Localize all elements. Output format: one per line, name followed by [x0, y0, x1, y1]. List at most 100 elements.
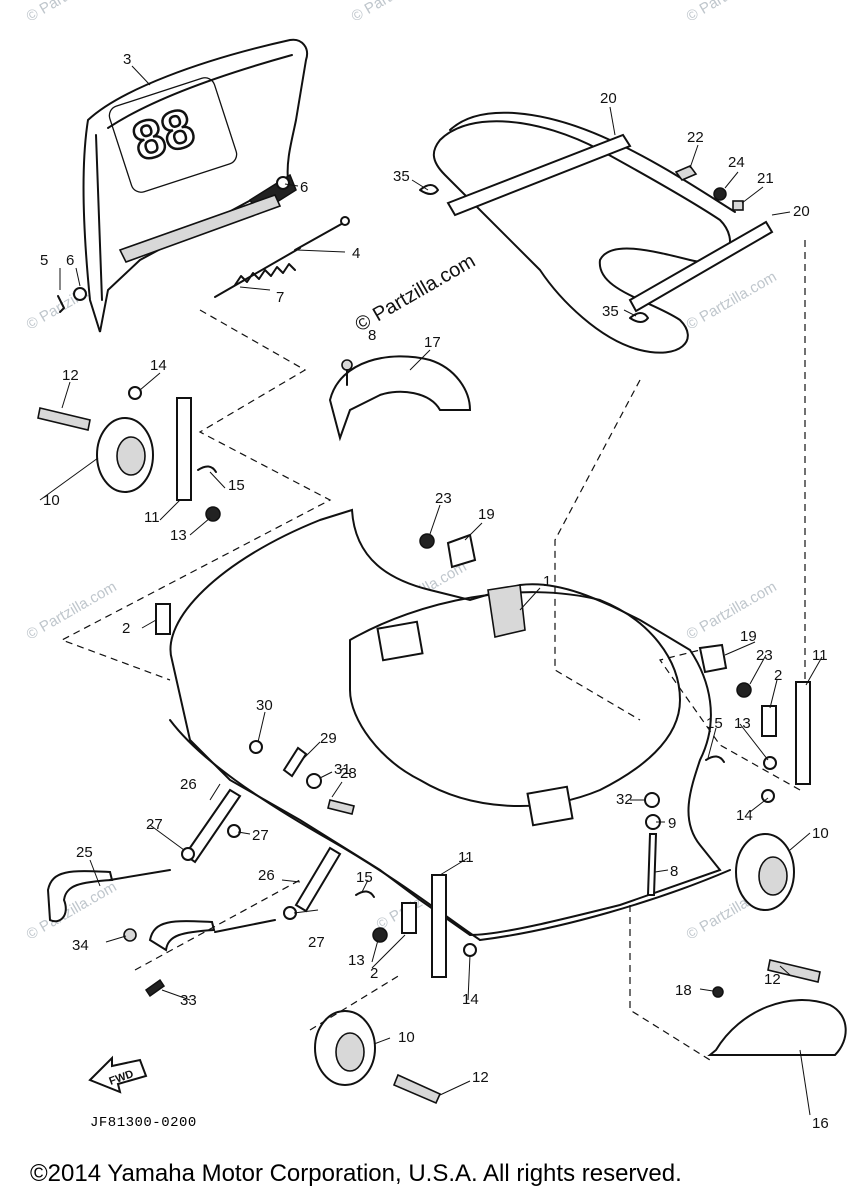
callout-15: 15: [356, 869, 373, 886]
part-17-cover: [328, 355, 472, 442]
watermark-text: © Partzilla.com: [24, 0, 120, 25]
part-8-bolt-upper: [341, 359, 353, 386]
part-13-nut: [763, 756, 777, 770]
assembly-dash-lines: [60, 240, 806, 1061]
callout-14: 14: [736, 807, 753, 824]
part-13-nut: [372, 927, 388, 943]
callout-18: 18: [675, 982, 692, 999]
callout-14: 14: [150, 357, 167, 374]
callout-19: 19: [478, 506, 495, 523]
watermark-text: © Partzilla.com: [684, 268, 780, 333]
part-35-clip: [419, 184, 649, 323]
callout-15: 15: [228, 477, 245, 494]
callout-27: 27: [252, 827, 269, 844]
part-27-washer: [181, 847, 195, 861]
callout-15: 15: [706, 715, 723, 732]
copyright-notice: ©2014 Yamaha Motor Corporation, U.S.A. A…: [30, 1160, 682, 1187]
part-34-bolt: [123, 928, 137, 942]
part-10-wheel-right: [735, 833, 795, 911]
part-15-clip: [197, 465, 217, 473]
part-23-nut: [419, 533, 752, 698]
callout-labels: 3 6 4 7 5 6 20 22 24 21 20 35 35 8 17 12…: [40, 51, 829, 1132]
callout-32: 32: [616, 791, 633, 808]
callout-10: 10: [43, 492, 60, 509]
callout-16: 16: [812, 1115, 829, 1132]
callout-27: 27: [308, 934, 325, 951]
part-12-axle-bolt-lower: [392, 1073, 442, 1105]
diagram-code: JF81300-0200: [90, 1115, 197, 1131]
part-31-washer: [306, 773, 322, 789]
callout-4: 4: [352, 245, 360, 262]
watermark-text: © Partzilla.com: [684, 0, 780, 25]
callout-23: 23: [756, 647, 773, 664]
watermark-text: © Partzilla.com: [24, 578, 120, 643]
callout-2: 2: [370, 965, 378, 982]
part-19-bracket: [446, 533, 728, 674]
part-14-bolt: [463, 943, 477, 957]
callout-6: 6: [66, 252, 74, 269]
callout-23: 23: [435, 490, 452, 507]
part-2-bushing: [155, 603, 777, 934]
callout-31: 31: [334, 761, 351, 778]
callout-10: 10: [398, 1029, 415, 1046]
part-25-front-axle: [46, 869, 276, 952]
callout-21: 21: [757, 170, 774, 187]
watermark-text: © Partzilla.com: [349, 0, 445, 25]
callout-30: 30: [256, 697, 273, 714]
part-29-bracket: [282, 746, 308, 778]
part-8-spindle-bolt: [646, 833, 658, 896]
part-10-wheel-lower: [314, 1010, 376, 1086]
part-30-washer: [249, 740, 263, 754]
callout-1: 1: [543, 573, 551, 590]
callout-9: 9: [668, 815, 676, 832]
callout-12: 12: [472, 1069, 489, 1086]
callout-5: 5: [40, 252, 48, 269]
part-4-spring: [294, 216, 350, 251]
callout-27: 27: [146, 816, 163, 833]
part-10-wheel-upper: [96, 417, 154, 493]
part-12-axle-bolt-right: [767, 959, 821, 983]
part-13-nut-upper: [205, 506, 221, 522]
callout-11: 11: [458, 849, 474, 866]
part-28-bolt: [327, 799, 355, 815]
part-21-collar: [732, 200, 744, 211]
part-3-deflector-cover: 88: [82, 38, 308, 333]
part-22-bolt: [674, 165, 698, 181]
fwd-arrow: FWD: [88, 1055, 148, 1094]
callout-20: 20: [793, 203, 810, 220]
callout-8: 8: [368, 327, 376, 344]
callout-33: 33: [180, 992, 197, 1009]
part-15-clip: [705, 755, 725, 763]
watermark-text: © Partzilla.com: [684, 578, 780, 643]
callout-25: 25: [76, 844, 93, 861]
callout-22: 22: [687, 129, 704, 146]
callout-28: 28: [340, 765, 357, 782]
part-15-clip: [355, 890, 375, 898]
part-33-pin: [144, 978, 166, 998]
callout-34: 34: [72, 937, 89, 954]
callout-35: 35: [393, 168, 410, 185]
callout-12: 12: [62, 367, 79, 384]
part-32-washer: [644, 792, 660, 808]
part-7-hinge-rod: [214, 247, 301, 298]
callout-19: 19: [740, 628, 757, 645]
callout-10: 10: [812, 825, 829, 842]
callout-2: 2: [122, 620, 130, 637]
part-20-belt-guide: [432, 111, 774, 354]
callout-24: 24: [728, 154, 745, 171]
callout-14: 14: [462, 991, 479, 1008]
callout-6: 6: [300, 179, 308, 196]
leader-lines: [39, 65, 823, 1116]
callout-8: 8: [670, 863, 678, 880]
callout-20: 20: [600, 90, 617, 107]
part-11-height-bracket-lower: [431, 874, 447, 978]
callout-13: 13: [170, 527, 187, 544]
callout-29: 29: [320, 730, 337, 747]
part-16-spindle-cover: [707, 999, 847, 1056]
part-18-bolt: [712, 986, 724, 998]
callout-2: 2: [774, 667, 782, 684]
callout-3: 3: [123, 51, 131, 68]
watermark-main: © Partzilla.com: [352, 250, 480, 336]
callout-11: 11: [812, 647, 828, 664]
